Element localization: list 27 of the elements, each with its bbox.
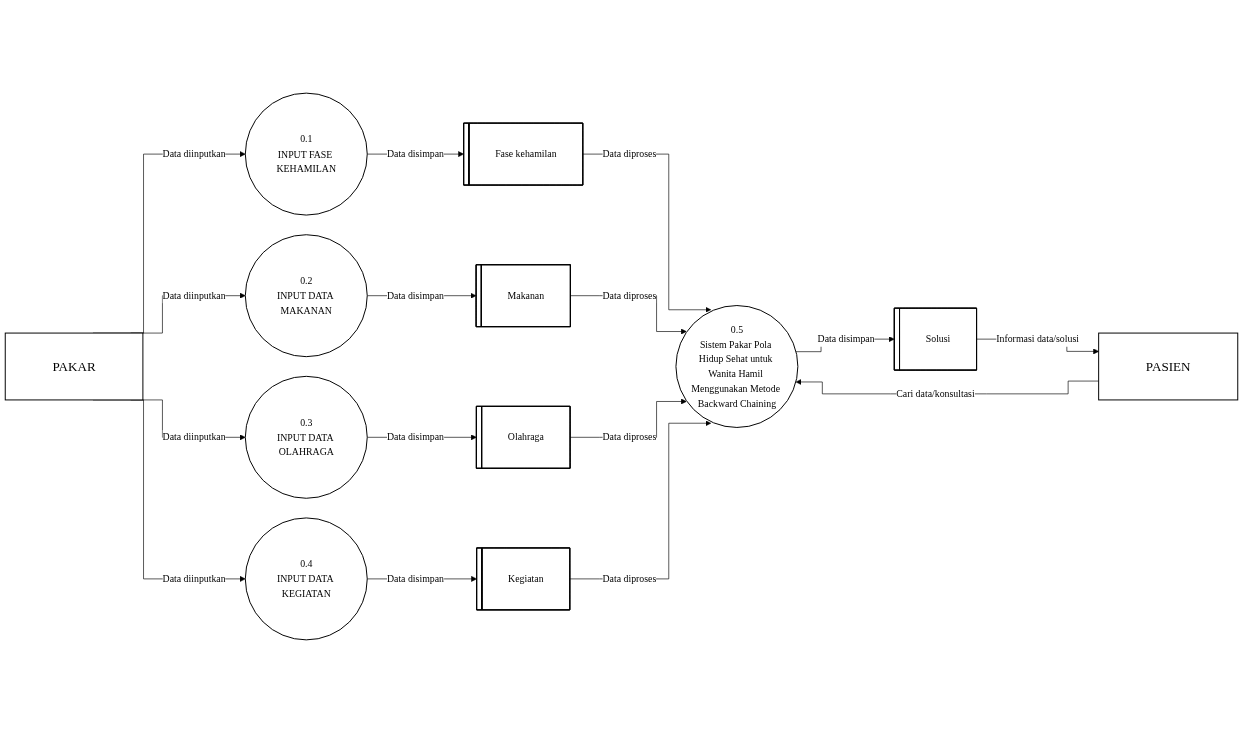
edge-label: Data diinputkan — [162, 148, 226, 160]
data-store: Makanan — [475, 264, 571, 328]
edge-label: Data disimpan — [386, 431, 444, 443]
data-store: Solusi — [893, 307, 978, 371]
edge-label: Cari data/konsultasi — [896, 388, 975, 399]
edge-label: Informasi data/solusi — [996, 333, 1079, 345]
edge-label: Data disimpan — [817, 333, 875, 345]
edge-label: Data disimpan — [386, 290, 444, 301]
edge-label: Data diinputkan — [162, 290, 226, 301]
edge-label: Data diinputkan — [162, 431, 226, 443]
edge-label: Data diproses — [602, 148, 657, 160]
edge-label: Data diproses — [602, 573, 657, 584]
process-circle: 0.5 Sistem Pakar Pola Hidup Sehat untuk Wanita Hamil Menggunakan Metode Backward Chaining — [675, 305, 799, 428]
process-circle: 0.2 INPUT DATA MAKANAN — [244, 234, 368, 358]
data-store: Fase kehamilan — [463, 122, 584, 186]
external-entity-box: PAKAR — [4, 332, 144, 401]
process-circle: 0.3 INPUT DATA OLAHRAGA — [244, 375, 368, 499]
data-store: Olahraga — [475, 405, 571, 469]
data-store: Kegiatan — [476, 547, 571, 611]
process-circle: 0.4 INPUT DATA KEGIATAN — [244, 517, 368, 641]
edge-label: Data diproses — [602, 431, 657, 443]
external-entity-box: PASIEN — [1098, 332, 1239, 401]
edge-label: Data disimpan — [386, 148, 444, 160]
edge-label: Data disimpan — [386, 573, 444, 584]
edge-label: Data diinputkan — [162, 573, 226, 584]
process-circle: 0.1 INPUT FASE KEHAMILAN — [244, 92, 368, 216]
edge-label: Data diproses — [602, 290, 657, 301]
